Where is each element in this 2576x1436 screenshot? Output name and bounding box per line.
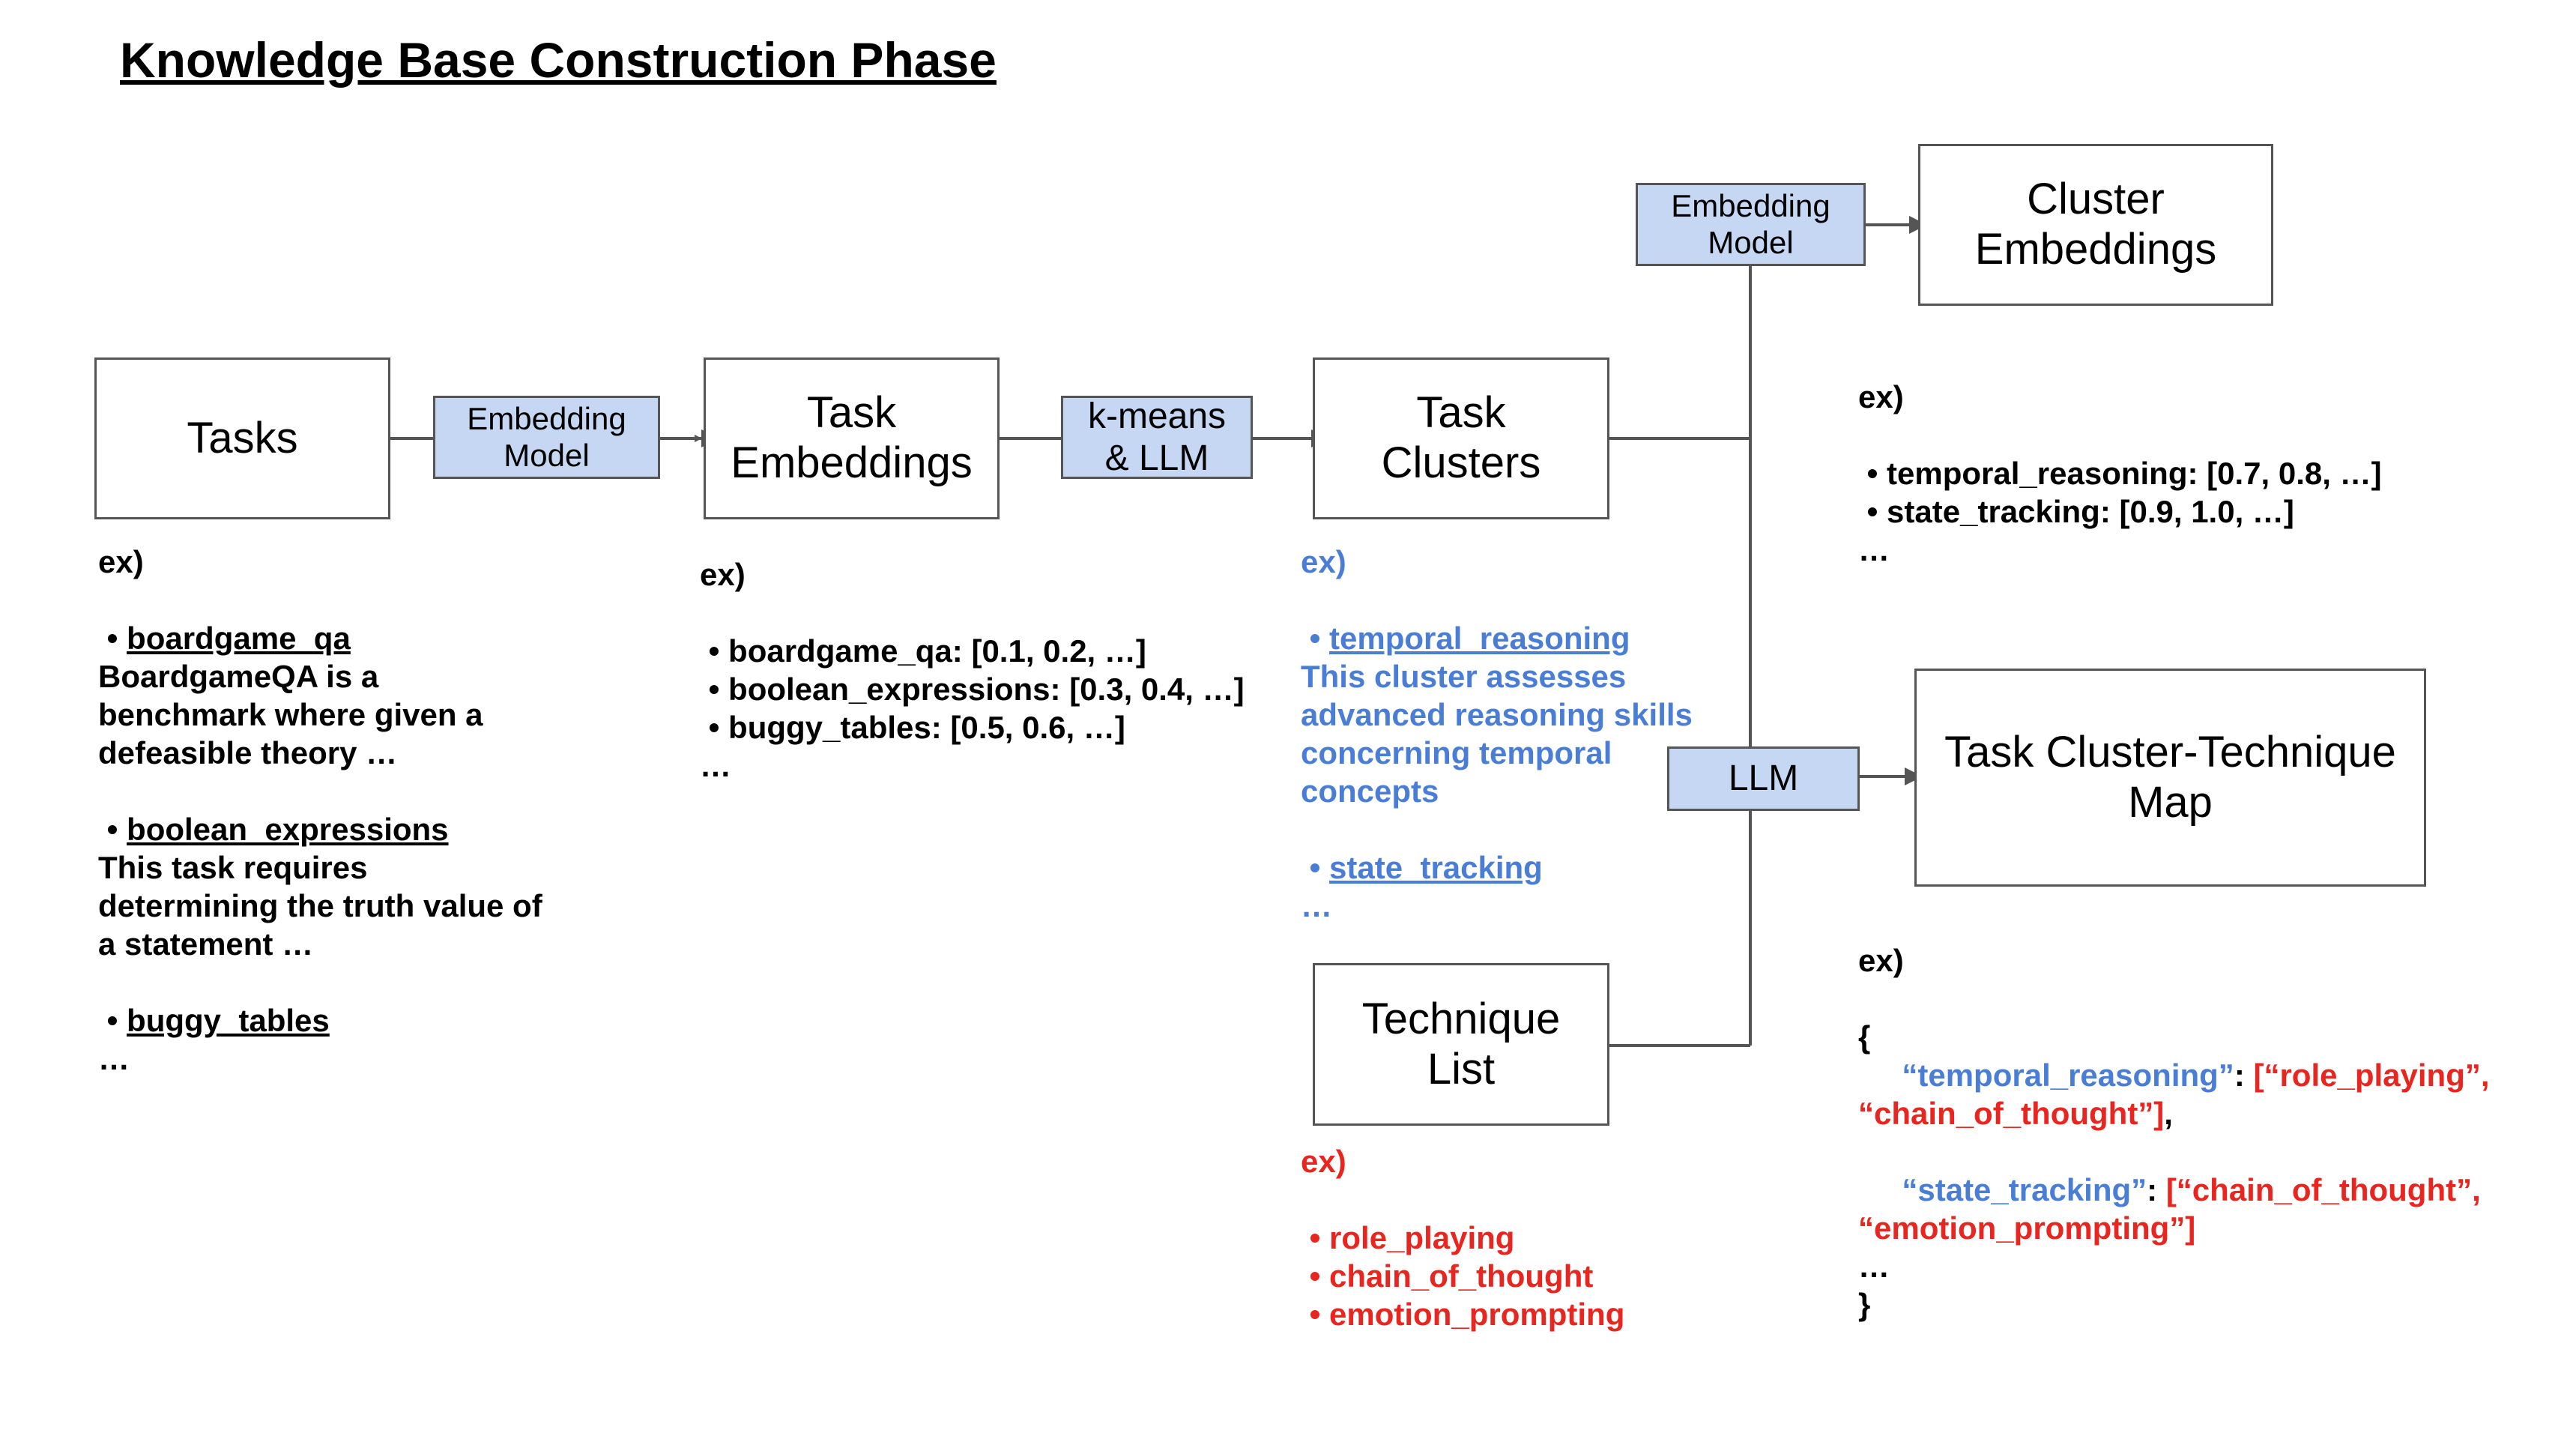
embedding-text: • state_tracking: [0.9, 1.0, …] — [1866, 494, 2294, 529]
technique-item: • emotion_prompting — [1301, 1295, 1625, 1333]
tasks-box: Tasks — [94, 358, 390, 519]
task-description-line: defeasible theory … — [98, 735, 398, 770]
task-clusters-example-label: ex) — [1301, 544, 1346, 579]
ellipsis: … — [1858, 1249, 1890, 1284]
kmeans-llm-operator-label: k-means & LLM — [1087, 396, 1227, 478]
task-name: buggy_tables — [127, 1003, 330, 1038]
close-brace: } — [1858, 1287, 1871, 1322]
embedding-line: • state_tracking: [0.9, 1.0, …] — [1858, 492, 2382, 531]
embedding-model-operator-1: Embedding Model — [433, 396, 660, 479]
map-key: “state_tracking” — [1902, 1172, 2147, 1207]
technique-text: • emotion_prompting — [1309, 1297, 1625, 1332]
task-clusters-box: Task Clusters — [1313, 358, 1609, 519]
map-value: [“chain_of_thought”, — [2165, 1172, 2481, 1207]
tasks-example-label: ex) — [98, 544, 144, 579]
task-description-line: This task requires — [98, 850, 368, 885]
technique-text: • role_playing — [1309, 1220, 1515, 1255]
ellipsis: … — [1858, 532, 1890, 567]
arrowhead-map — [1905, 767, 1923, 785]
kmeans-llm-operator: k-means & LLM — [1061, 396, 1253, 479]
list-item: • boolean_expressions — [98, 810, 542, 848]
llm-operator-label: LLM — [1728, 758, 1799, 799]
task-name: boolean_expressions — [127, 812, 449, 847]
embedding-text: • temporal_reasoning: [0.7, 0.8, …] — [1866, 456, 2382, 491]
bullet: • — [106, 621, 127, 656]
technique-item: • role_playing — [1301, 1219, 1624, 1257]
task-embeddings-box: Task Embeddings — [704, 358, 1000, 519]
technique-text: • chain_of_thought — [1309, 1258, 1594, 1294]
list-item: • buggy_tables — [98, 1001, 542, 1040]
map-entry-cont: “emotion_prompting”] — [1858, 1209, 2490, 1247]
technique-list-box-label: Technique List — [1361, 994, 1561, 1093]
embedding-text: • buggy_tables: [0.5, 0.6, …] — [708, 710, 1125, 745]
cluster-name: temporal_reasoning — [1329, 621, 1630, 656]
technique-list-example: ex) • role_playing • chain_of_thought • … — [1301, 1142, 1624, 1333]
open-brace: { — [1858, 1019, 1871, 1055]
ellipsis: … — [98, 1041, 130, 1076]
cluster-technique-map-box-label: Task Cluster-Technique Map — [1944, 727, 2396, 827]
map-comma: , — [2164, 1096, 2173, 1131]
embedding-text: • boolean_expressions: [0.3, 0.4, …] — [708, 672, 1245, 707]
cluster-description-line: advanced reasoning skills — [1301, 697, 1693, 732]
ellipsis: … — [700, 748, 731, 783]
map-colon: : — [2234, 1058, 2254, 1093]
task-description-line: benchmark where given a — [98, 697, 483, 732]
task-embeddings-example: ex) • boardgame_qa: [0.1, 0.2, …] • bool… — [700, 555, 1245, 785]
map-example-label: ex) — [1858, 943, 1904, 978]
list-item: • temporal_reasoning — [1301, 619, 1693, 657]
bullet: • — [106, 812, 127, 847]
cluster-embeddings-example: ex) • temporal_reasoning: [0.7, 0.8, …] … — [1858, 378, 2382, 569]
embedding-line: • boolean_expressions: [0.3, 0.4, …] — [700, 670, 1245, 708]
map-value: [“role_playing”, — [2253, 1058, 2490, 1093]
embedding-model-operator-2-label: Embedding Model — [1671, 188, 1830, 260]
page-title: Knowledge Base Construction Phase — [120, 32, 997, 88]
task-clusters-example: ex) • temporal_reasoning This cluster as… — [1301, 543, 1693, 925]
map-value: “chain_of_thought”] — [1858, 1096, 2165, 1131]
bullet: • — [1309, 850, 1330, 885]
tasks-example: ex) • boardgame_qa BoardgameQA is a benc… — [98, 543, 542, 1078]
map-entry: “state_tracking”: [“chain_of_thought”, — [1858, 1171, 2490, 1209]
technique-item: • chain_of_thought — [1301, 1257, 1624, 1295]
list-item: • state_tracking — [1301, 848, 1693, 887]
task-description-line: a statement … — [98, 926, 314, 962]
cluster-description-line: concepts — [1301, 773, 1439, 809]
map-example: ex) { “temporal_reasoning”: [“role_playi… — [1858, 941, 2490, 1324]
task-name: boardgame_qa — [127, 621, 351, 656]
bullet: • — [106, 1003, 127, 1038]
cluster-embeddings-example-label: ex) — [1858, 379, 1904, 414]
map-key: “temporal_reasoning” — [1902, 1058, 2234, 1093]
map-value: “emotion_prompting”] — [1858, 1210, 2196, 1246]
ellipsis: … — [1301, 888, 1332, 923]
task-description-line: determining the truth value of — [98, 888, 542, 923]
list-item: • boardgame_qa — [98, 619, 542, 657]
llm-operator: LLM — [1667, 746, 1860, 811]
task-embeddings-example-label: ex) — [700, 557, 746, 592]
embedding-line: • temporal_reasoning: [0.7, 0.8, …] — [1858, 454, 2382, 492]
tasks-box-label: Tasks — [187, 413, 298, 462]
task-clusters-box-label: Task Clusters — [1381, 388, 1541, 487]
map-colon: : — [2147, 1172, 2166, 1207]
technique-list-example-label: ex) — [1301, 1144, 1346, 1179]
cluster-embeddings-box: Cluster Embeddings — [1918, 144, 2273, 306]
cluster-technique-map-box: Task Cluster-Technique Map — [1914, 669, 2426, 887]
map-entry: “temporal_reasoning”: [“role_playing”, — [1858, 1056, 2490, 1094]
cluster-description-line: This cluster assesses — [1301, 659, 1627, 694]
map-entry-cont: “chain_of_thought”], — [1858, 1094, 2490, 1132]
embedding-line: • buggy_tables: [0.5, 0.6, …] — [700, 708, 1245, 746]
embedding-line: • boardgame_qa: [0.1, 0.2, …] — [700, 632, 1245, 670]
cluster-name: state_tracking — [1329, 850, 1543, 885]
cluster-description-line: concerning temporal — [1301, 735, 1612, 770]
task-description-line: BoardgameQA is a — [98, 659, 379, 694]
technique-list-box: Technique List — [1313, 963, 1609, 1126]
embedding-text: • boardgame_qa: [0.1, 0.2, …] — [708, 633, 1146, 669]
task-embeddings-box-label: Task Embeddings — [731, 388, 973, 487]
embedding-model-operator-2: Embedding Model — [1636, 183, 1866, 266]
embedding-model-operator-1-label: Embedding Model — [467, 401, 626, 473]
bullet: • — [1309, 621, 1330, 656]
cluster-embeddings-box-label: Cluster Embeddings — [1974, 175, 2217, 274]
